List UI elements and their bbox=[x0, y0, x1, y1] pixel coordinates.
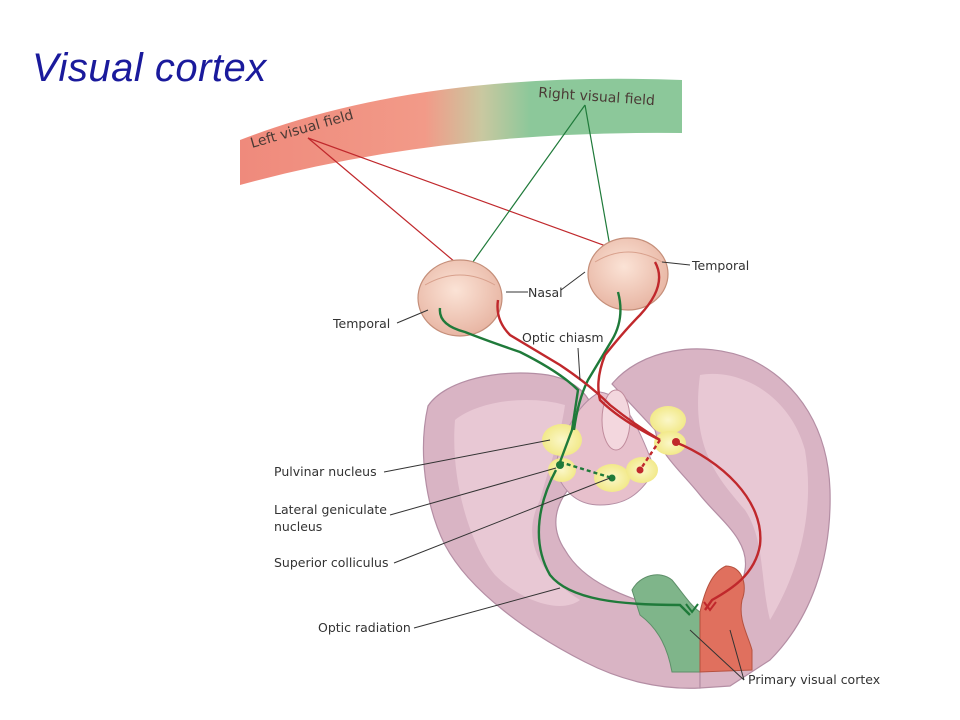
label-temporal-left: Temporal bbox=[332, 316, 390, 331]
leader-lines bbox=[383, 261, 745, 681]
primary-visual-cortex-right bbox=[699, 565, 753, 673]
left-eye bbox=[417, 259, 503, 337]
synapse-markers bbox=[556, 438, 717, 614]
label-superior-colliculus: Superior colliculus bbox=[274, 555, 389, 570]
label-temporal-right: Temporal bbox=[691, 258, 749, 273]
label-lgn-line1: Lateral geniculate bbox=[274, 502, 387, 517]
label-pulvinar-nucleus: Pulvinar nucleus bbox=[274, 464, 377, 479]
label-primary-visual-cortex: Primary visual cortex bbox=[748, 672, 880, 687]
label-optic-chiasm: Optic chiasm bbox=[522, 330, 604, 345]
primary-visual-cortex-left bbox=[631, 574, 701, 673]
right-eye bbox=[587, 237, 669, 311]
visual-field-band bbox=[240, 78, 682, 185]
label-optic-radiation: Optic radiation bbox=[318, 620, 411, 635]
slide-title: Visual cortex bbox=[32, 46, 267, 90]
left-field-pathway bbox=[496, 261, 762, 611]
label-lgn-line2: nucleus bbox=[274, 519, 322, 534]
label-nasal: Nasal bbox=[528, 285, 563, 300]
right-field-pathway bbox=[438, 291, 691, 616]
